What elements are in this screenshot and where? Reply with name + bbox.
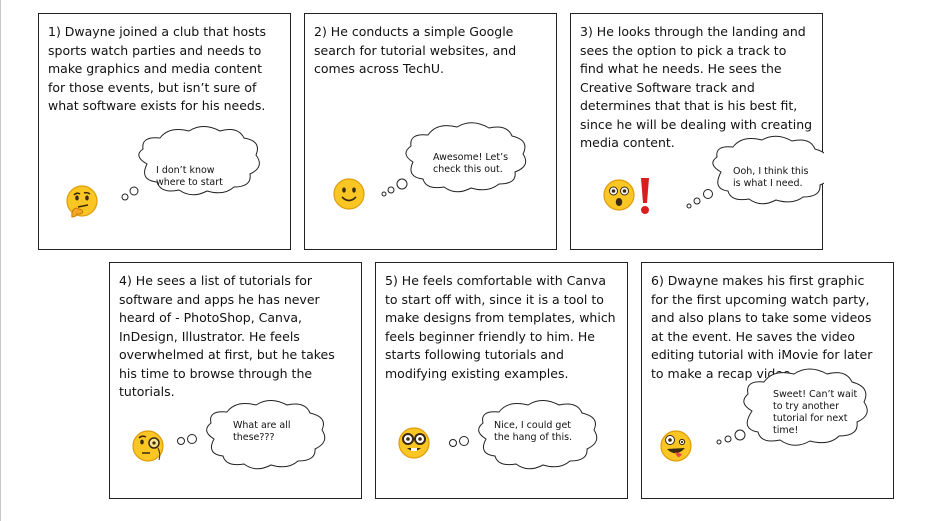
comic-panel-4: 4) He sees a list of tutorials for softw… — [109, 262, 362, 499]
thought-bubble — [381, 122, 527, 197]
left-edge-line — [0, 0, 1, 521]
astonished-face-icon — [603, 179, 635, 211]
thought-bubble — [121, 126, 260, 201]
thought-bubble — [177, 400, 326, 470]
panel-caption: 2) He conducts a simple Google search fo… — [314, 24, 517, 76]
comic-panel-5: 5) He feels comfortable with Canva to st… — [375, 262, 628, 499]
face-with-monocle-icon — [132, 430, 164, 462]
panel-caption: 4) He sees a list of tutorials for softw… — [119, 273, 335, 399]
nerd-face-icon — [398, 427, 430, 459]
thought-bubble-text: I don’t know where to start — [156, 165, 223, 188]
zany-face-icon — [660, 430, 692, 462]
thought-bubble — [686, 135, 824, 209]
panel-caption: 1) Dwayne joined a club that hosts sport… — [48, 24, 267, 113]
thinking-face-icon — [66, 185, 98, 218]
thought-bubble-text: Awesome! Let’s check this out. — [433, 152, 509, 175]
comic-panel-2: 2) He conducts a simple Google search fo… — [304, 13, 557, 250]
comic-panel-3: 3) He looks through the landing and sees… — [570, 13, 824, 250]
exclamation-mark-icon — [641, 178, 649, 214]
thought-bubble — [716, 368, 868, 446]
slightly-smiling-face-icon — [333, 178, 365, 210]
panel-caption: 3) He looks through the landing and sees… — [580, 24, 813, 150]
thought-bubble-text: What are all these??? — [233, 420, 291, 443]
thought-bubble-text: Nice, I could get the hang of this. — [494, 420, 573, 443]
panel-caption: 6) Dwayne makes his first graphic for th… — [651, 273, 873, 381]
comic-panel-1: 1) Dwayne joined a club that hosts sport… — [38, 13, 291, 250]
panel-caption: 5) He feels comfortable with Canva to st… — [385, 273, 616, 381]
thought-bubble-text: Sweet! Can’t wait to try another tutoria… — [773, 389, 858, 436]
thought-bubble-text: Ooh, I think this is what I need. — [733, 166, 809, 189]
thought-bubble — [449, 400, 598, 470]
comic-panel-6: 6) Dwayne makes his first graphic for th… — [641, 262, 894, 499]
